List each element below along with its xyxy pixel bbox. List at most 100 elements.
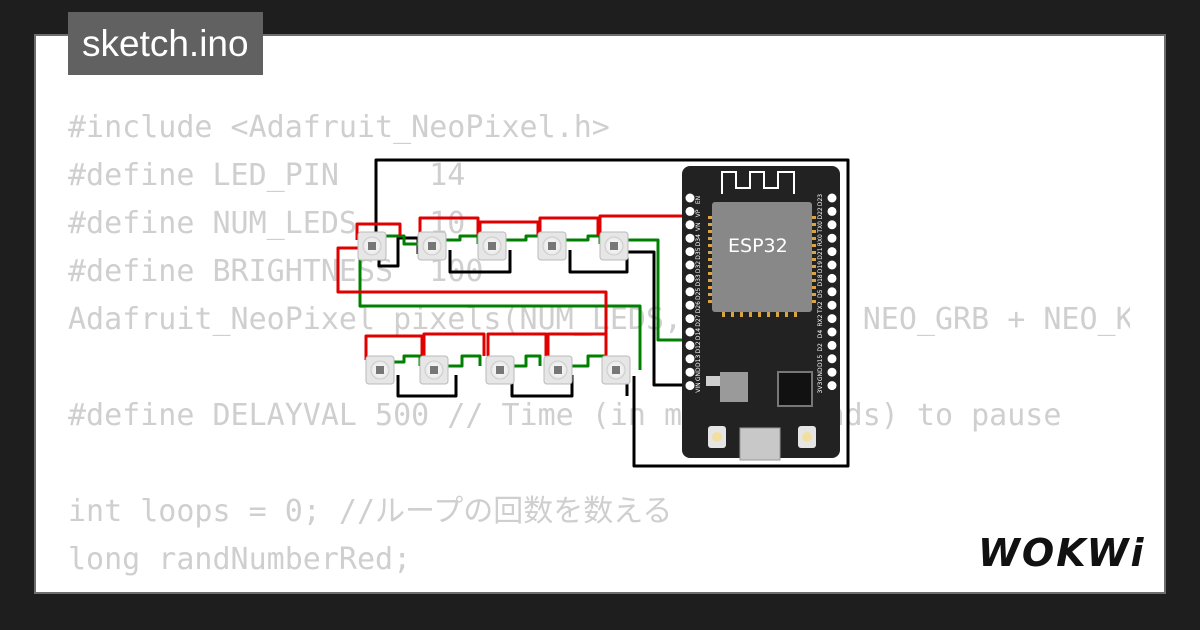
solder-pad <box>812 279 816 282</box>
pin-right-14 <box>827 381 837 391</box>
neopixel-led <box>599 231 629 261</box>
file-name-tab: sketch.ino <box>68 12 263 75</box>
pin-right-2 <box>827 220 837 230</box>
pin-label: D26 <box>695 301 702 313</box>
boot-button-icon <box>708 426 726 448</box>
solder-pad <box>812 251 816 254</box>
pin-right-11 <box>827 340 837 350</box>
solder-pad <box>708 258 712 261</box>
pin-label: D2 <box>817 343 824 352</box>
solder-pad <box>708 279 712 282</box>
pin-left-3 <box>685 233 695 243</box>
solder-pad <box>812 223 816 226</box>
pin-label: D12 <box>695 341 702 353</box>
pin-header-right: D23D22TX0RX0D21D19D18D5TX2RX2D4D2D15GND3… <box>817 193 837 393</box>
wire-data <box>505 234 542 244</box>
pin-label: D23 <box>817 194 824 206</box>
pin-right-8 <box>827 300 837 310</box>
code-line-1: #include <Adafruit_NeoPixel.h> <box>68 110 610 145</box>
pin-left-7 <box>685 287 695 297</box>
pin-right-0 <box>827 193 837 203</box>
solder-pad <box>794 312 797 317</box>
pin-label: VIN <box>695 382 702 392</box>
neopixel-led <box>365 355 395 385</box>
wire-ground <box>510 375 574 398</box>
pin-label: D19 <box>817 261 824 273</box>
wire-ground <box>448 250 512 274</box>
pin-right-7 <box>827 287 837 297</box>
wire-power <box>418 216 480 236</box>
pin-right-4 <box>827 247 837 257</box>
wire-power <box>546 332 606 356</box>
neopixel-led <box>543 355 573 385</box>
solder-pad <box>740 312 743 317</box>
pin-label: D14 <box>695 328 702 340</box>
esp32-board: ESP32 ENVPVND34D35D32D33D25D26D27D14D12D… <box>682 166 840 461</box>
pin-left-14 <box>685 381 695 391</box>
neopixel-led <box>485 355 515 385</box>
code-editor[interactable]: #include <Adafruit_NeoPixel.h>#define LE… <box>68 104 1130 592</box>
neopixel-led <box>417 231 447 261</box>
wire-power <box>486 332 548 356</box>
wire-ground <box>374 158 850 468</box>
code-line-11: long randNumberGreen; <box>68 584 1130 592</box>
en-button-icon <box>798 426 816 448</box>
solder-pad <box>708 272 712 275</box>
pin-label: D27 <box>695 314 702 326</box>
solder-pad <box>722 312 725 317</box>
pin-label: D21 <box>817 247 824 259</box>
pin-right-13 <box>827 367 837 377</box>
solder-pad <box>708 265 712 268</box>
wire-data <box>392 354 422 366</box>
wire-power <box>364 334 424 360</box>
pin-label: D25 <box>695 287 702 299</box>
pin-label: D18 <box>817 274 824 286</box>
pin-label: D32 <box>695 261 702 273</box>
pin-label: RX2 <box>817 314 824 326</box>
solder-pad <box>812 216 816 219</box>
neopixel-led <box>537 231 567 261</box>
solder-pad <box>812 258 816 261</box>
pin-right-6 <box>827 273 837 283</box>
pin-right-10 <box>827 327 837 337</box>
solder-pad <box>708 251 712 254</box>
code-line-9: int loops = 0; //ループの回数を数える <box>68 494 673 529</box>
pin-label: D15 <box>817 354 824 366</box>
pin-label: EN <box>695 196 702 204</box>
pin-label: D13 <box>695 354 702 366</box>
pin-label: D35 <box>695 247 702 259</box>
pin-left-0 <box>685 193 695 203</box>
pin-label: GND <box>817 367 824 381</box>
usb-port <box>739 427 781 461</box>
led-strip-top <box>357 231 629 261</box>
wire-data <box>358 250 642 370</box>
solder-pad <box>708 293 712 296</box>
wire-power <box>478 220 540 236</box>
code-card: #include <Adafruit_NeoPixel.h>#define LE… <box>34 34 1166 594</box>
pin-left-2 <box>685 220 695 230</box>
neopixel-led <box>357 231 387 261</box>
wire-power <box>538 216 600 236</box>
solder-pad <box>708 244 712 247</box>
wire-data <box>446 234 480 244</box>
solder-pad <box>767 312 770 317</box>
solder-pad <box>812 286 816 289</box>
solder-pad <box>812 244 816 247</box>
pin-label: D34 <box>695 234 702 246</box>
pin-label: D5 <box>817 289 824 298</box>
pin-left-11 <box>685 340 695 350</box>
solder-pad <box>708 230 712 233</box>
pin-left-13 <box>685 367 695 377</box>
code-line-10: long randNumberRed; <box>68 542 412 577</box>
solder-pad <box>749 312 752 317</box>
antenna-trace <box>721 171 795 194</box>
wokwi-logo-text: WOKWi <box>978 531 1146 575</box>
pin-right-3 <box>827 233 837 243</box>
solder-pad <box>785 312 788 317</box>
wire-data <box>385 234 418 246</box>
pin-label: D4 <box>817 330 824 339</box>
solder-pad <box>708 300 712 303</box>
esp32-chip-label: ESP32 <box>728 235 788 257</box>
pin-left-6 <box>685 273 695 283</box>
